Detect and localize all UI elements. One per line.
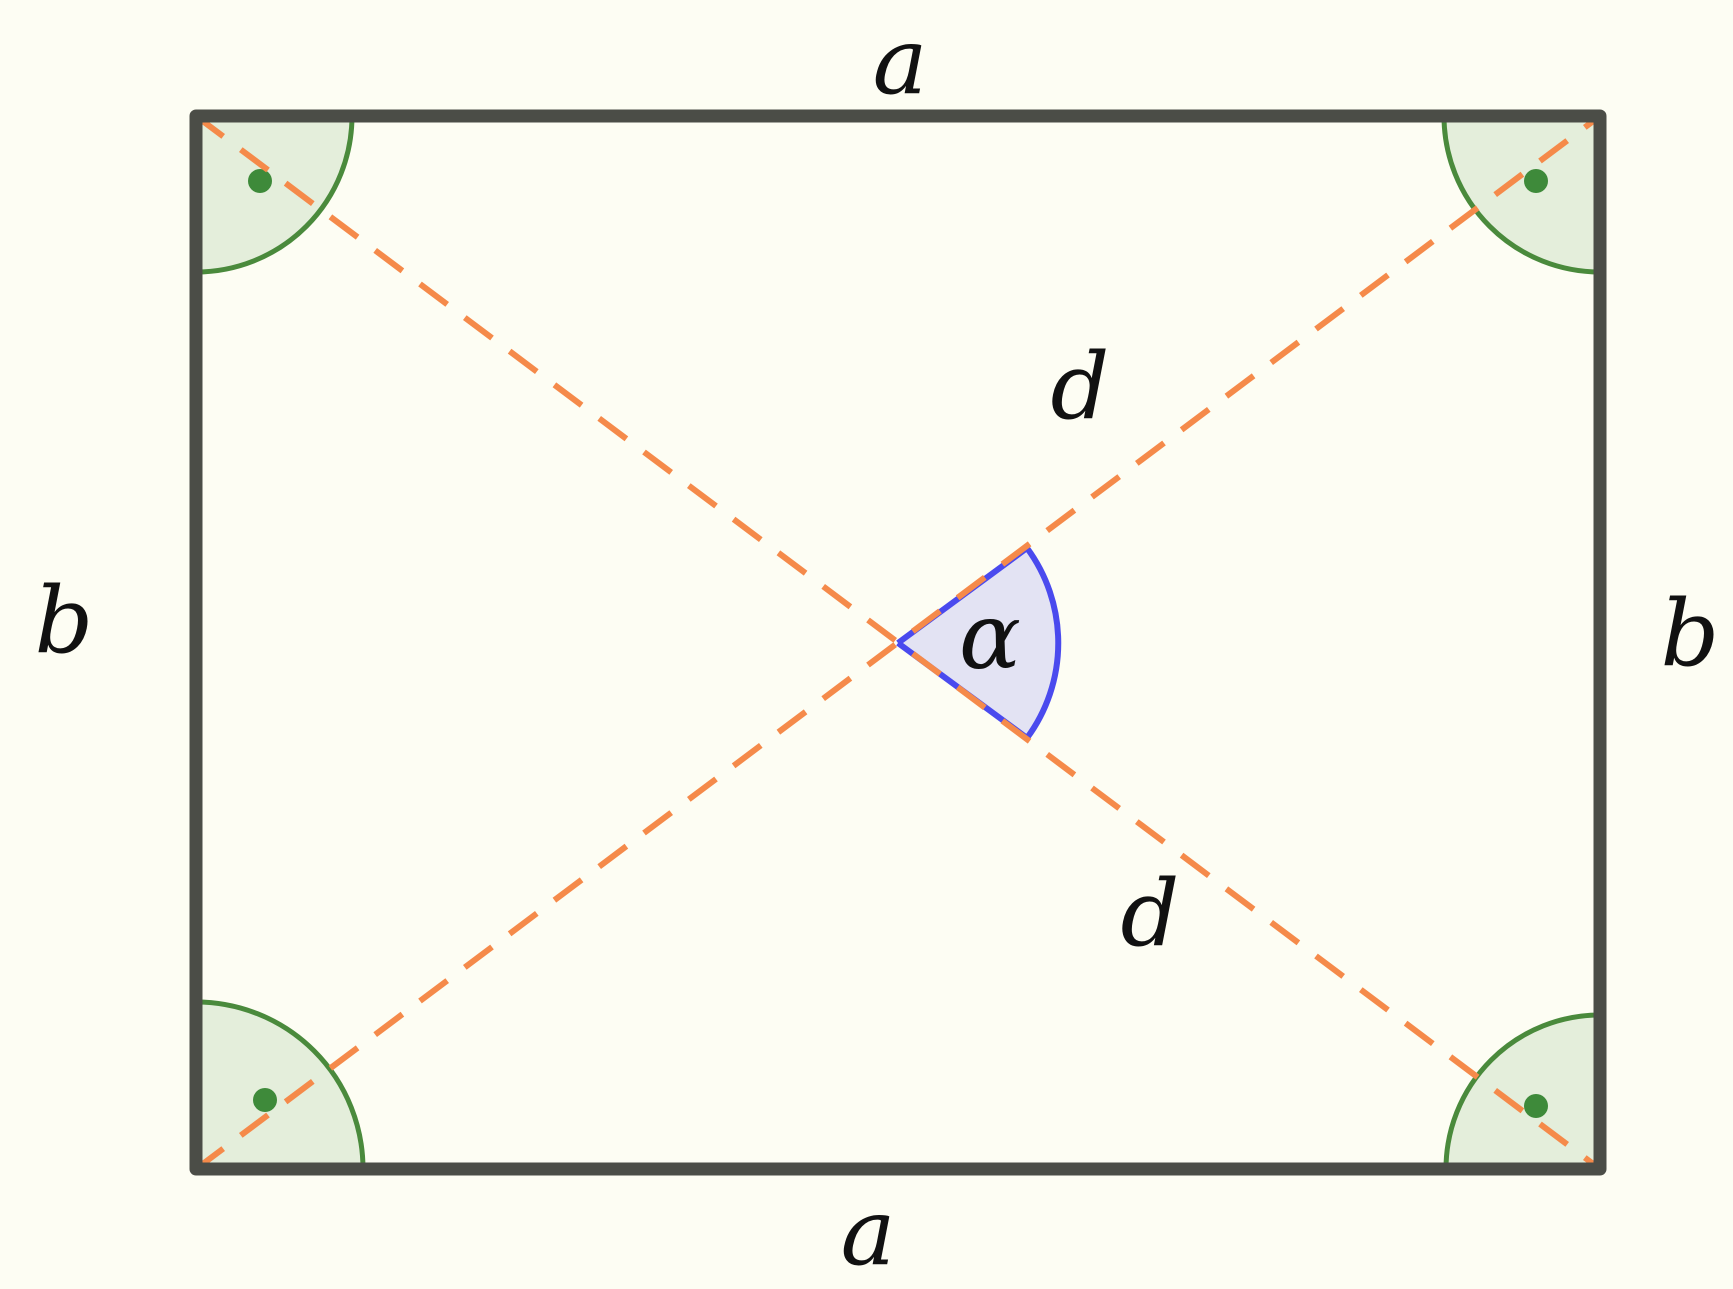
right-angle-dot xyxy=(1524,169,1548,193)
angle-alpha-sector xyxy=(898,548,1059,738)
right-angle-dot xyxy=(253,1088,277,1112)
right-angle-dot xyxy=(248,169,272,193)
diagonal-anti xyxy=(194,113,1602,1172)
angle-alpha-arc xyxy=(1024,546,1062,740)
rectangle xyxy=(189,109,1607,1176)
diagonal-main xyxy=(194,113,1602,1172)
label-side-right: b xyxy=(1661,580,1720,687)
right-angle-marker-bottom-left xyxy=(193,999,366,1172)
label-side-bottom: a xyxy=(841,1179,896,1286)
label-side-left: b xyxy=(35,567,94,674)
right-angle-marker-top-left xyxy=(193,113,355,275)
right-angle-marker-top-right xyxy=(1441,113,1603,275)
label-angle-alpha: α xyxy=(959,583,1021,690)
label-diagonal-lower: d xyxy=(1121,860,1180,967)
right-angle-marker-bottom-right xyxy=(1443,1012,1603,1172)
label-diagonal-upper: d xyxy=(1051,333,1110,440)
right-angle-dot xyxy=(1524,1094,1548,1118)
label-side-top: a xyxy=(873,8,928,115)
